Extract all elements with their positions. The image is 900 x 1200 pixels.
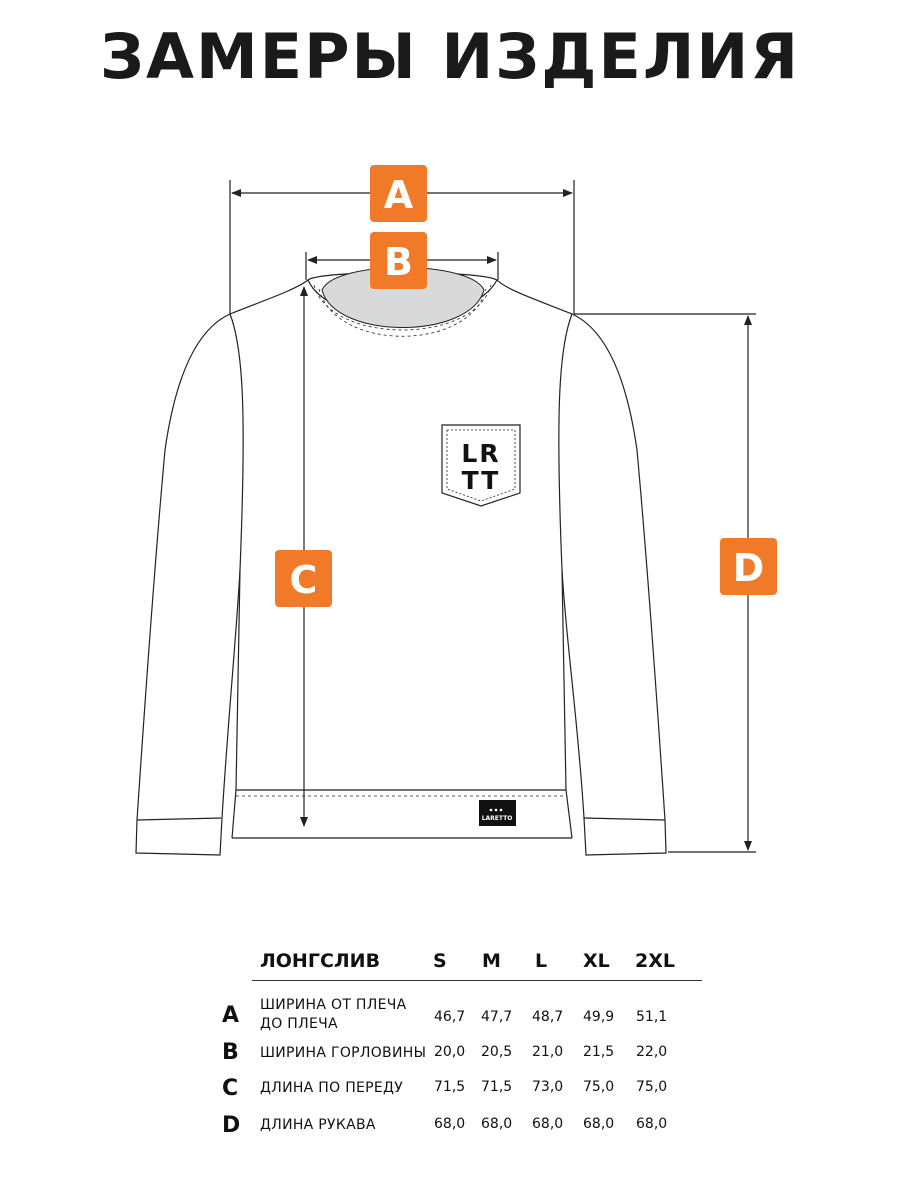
row-d-s: 68,0 [434, 1116, 466, 1132]
logo-line-2: TT [462, 466, 501, 495]
row-c-label: ДЛИНА ПО ПЕРЕДУ [260, 1080, 404, 1096]
row-c-m: 71,5 [481, 1079, 513, 1095]
marker-d-label: D [733, 546, 765, 590]
marker-b-label: B [384, 240, 413, 284]
row-b-letter: B [222, 1040, 239, 1065]
marker-d: D [720, 538, 777, 595]
collar-inner [321, 267, 485, 328]
row-b-xl: 21,5 [583, 1044, 615, 1060]
row-a-2xl: 51,1 [636, 1009, 668, 1025]
row-a-letter: A [222, 1003, 240, 1028]
size-header-l: L [535, 950, 548, 972]
tag-text: LARETTO [482, 815, 513, 822]
size-header-s: S [433, 950, 447, 972]
row-a-s: 46,7 [434, 1009, 466, 1025]
row-c-2xl: 75,0 [636, 1079, 668, 1095]
marker-c: C [275, 550, 332, 607]
row-d-xl: 68,0 [583, 1116, 615, 1132]
marker-a-label: A [384, 173, 414, 217]
page-title: ЗАМЕРЫ ИЗДЕЛИЯ [100, 20, 800, 93]
chest-pocket-logo: LR TT [441, 424, 521, 507]
row-c-l: 73,0 [532, 1079, 564, 1095]
logo-line-1: LR [461, 439, 500, 468]
row-a-label: ШИРИНА ОТ ПЛЕЧА ДО ПЛЕЧА [260, 997, 407, 1032]
row-d-label: ДЛИНА РУКАВА [260, 1117, 376, 1133]
marker-b: B [370, 232, 427, 289]
size-header-m: M [482, 950, 501, 972]
size-header-xl: XL [583, 950, 610, 972]
product-header: ЛОНГСЛИВ [260, 950, 381, 972]
row-d-letter: D [222, 1113, 241, 1138]
row-a-l: 48,7 [532, 1009, 564, 1025]
row-c-s: 71,5 [434, 1079, 466, 1095]
row-d-m: 68,0 [481, 1116, 513, 1132]
row-b-label: ШИРИНА ГОРЛОВИНЫ [260, 1045, 427, 1061]
row-c-letter: C [222, 1076, 239, 1101]
row-d-l: 68,0 [532, 1116, 564, 1132]
header-divider [252, 980, 702, 981]
row-a-xl: 49,9 [583, 1009, 615, 1025]
sweatshirt-diagram: LR TT LARETTO A B C D [135, 165, 777, 856]
row-b-m: 20,5 [481, 1044, 513, 1060]
row-d-2xl: 68,0 [636, 1116, 668, 1132]
row-b-2xl: 22,0 [636, 1044, 668, 1060]
sweatshirt-outline [135, 271, 667, 856]
hem-tag: LARETTO [479, 800, 516, 826]
row-c-xl: 75,0 [583, 1079, 615, 1095]
row-b-l: 21,0 [532, 1044, 564, 1060]
size-header-2xl: 2XL [635, 950, 675, 972]
row-a-m: 47,7 [481, 1009, 513, 1025]
marker-c-label: C [290, 558, 318, 602]
marker-a: A [370, 165, 427, 222]
row-b-s: 20,0 [434, 1044, 466, 1060]
